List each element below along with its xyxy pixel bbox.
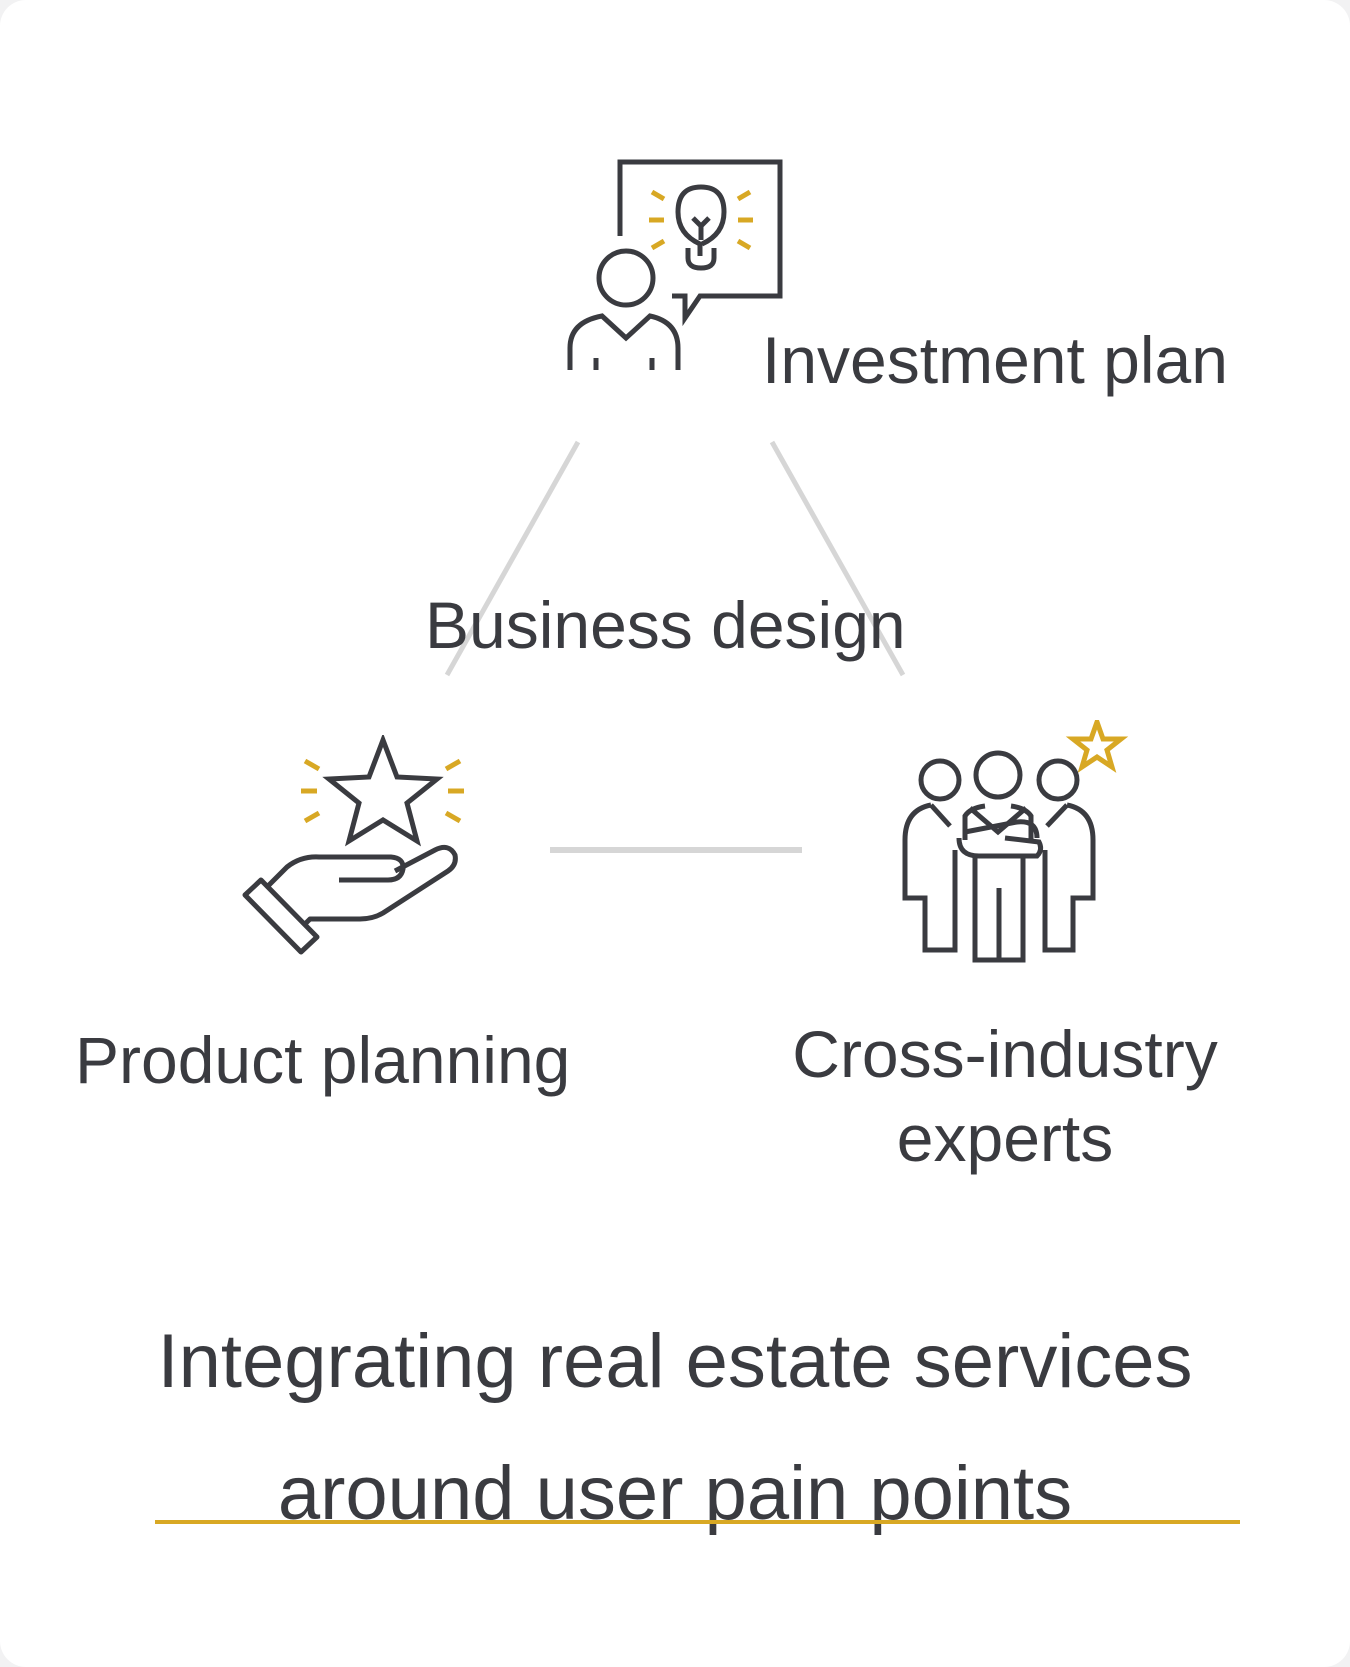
tagline-line1: Integrating real estate services <box>157 1319 1193 1404</box>
cross-industry-experts-label: Cross-industry experts <box>760 1012 1250 1180</box>
tagline-underline <box>155 1520 1240 1524</box>
business-design-label: Business design <box>425 588 906 662</box>
hand-star-icon <box>242 735 464 955</box>
connector-investment-product <box>444 440 581 677</box>
connector-investment-experts <box>769 440 906 677</box>
star-shape <box>322 735 444 847</box>
team-star-icon <box>902 720 1129 963</box>
tagline-line2: around user pain points <box>277 1451 1073 1536</box>
experts-label-line2: experts <box>896 1101 1114 1175</box>
presenter-idea-icon <box>567 159 783 370</box>
investment-plan-label: Investment plan <box>762 323 1228 397</box>
experts-label-line1: Cross-industry <box>792 1017 1218 1091</box>
product-planning-label: Product planning <box>75 1023 571 1097</box>
